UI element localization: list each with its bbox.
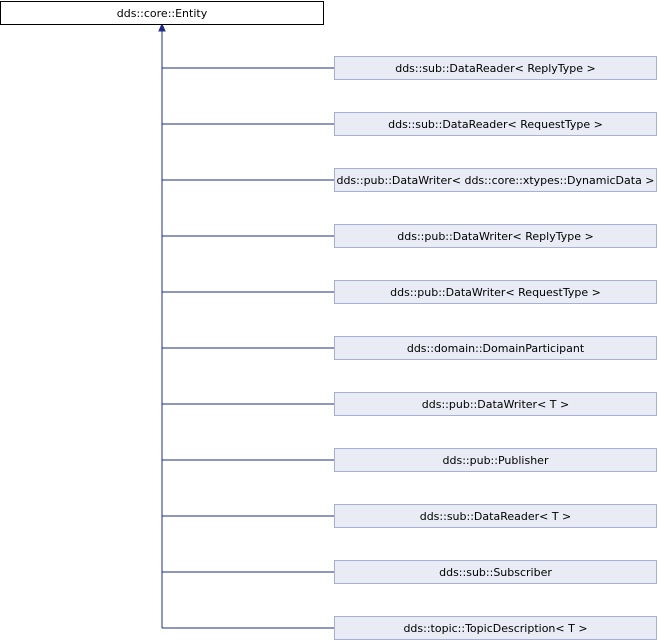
child-node-topicdescription-t[interactable]: dds::topic::TopicDescription< T > <box>334 616 657 640</box>
child-node-label: dds::pub::DataWriter< dds::core::xtypes:… <box>336 173 655 187</box>
child-node-datawriter-t[interactable]: dds::pub::DataWriter< T > <box>334 392 657 416</box>
inheritance-arrowhead <box>158 22 166 32</box>
child-node-label: dds::sub::DataReader< T > <box>419 509 572 523</box>
child-node-datareader-replytype[interactable]: dds::sub::DataReader< ReplyType > <box>334 56 657 80</box>
child-node-domainparticipant[interactable]: dds::domain::DomainParticipant <box>334 336 657 360</box>
child-node-label: dds::pub::DataWriter< ReplyType > <box>397 229 594 243</box>
child-node-subscriber[interactable]: dds::sub::Subscriber <box>334 560 657 584</box>
child-node-label: dds::domain::DomainParticipant <box>406 341 585 355</box>
child-node-label: dds::sub::Subscriber <box>439 565 552 579</box>
root-node-entity: dds::core::Entity <box>0 1 324 25</box>
child-node-datawriter-dynamicdata[interactable]: dds::pub::DataWriter< dds::core::xtypes:… <box>334 168 657 192</box>
child-node-label: dds::sub::DataReader< RequestType > <box>388 117 603 131</box>
child-node-label: dds::sub::DataReader< ReplyType > <box>395 61 596 75</box>
child-node-label: dds::pub::DataWriter< T > <box>421 397 570 411</box>
child-node-datawriter-requesttype[interactable]: dds::pub::DataWriter< RequestType > <box>334 280 657 304</box>
child-node-datareader-t[interactable]: dds::sub::DataReader< T > <box>334 504 657 528</box>
child-node-label: dds::topic::TopicDescription< T > <box>403 621 588 635</box>
child-node-datareader-requesttype[interactable]: dds::sub::DataReader< RequestType > <box>334 112 657 136</box>
child-node-label: dds::pub::DataWriter< RequestType > <box>390 285 601 299</box>
root-node-label: dds::core::Entity <box>116 6 208 20</box>
inheritance-edges <box>158 22 334 629</box>
child-node-publisher[interactable]: dds::pub::Publisher <box>334 448 657 472</box>
child-node-label: dds::pub::Publisher <box>442 453 549 467</box>
child-node-datawriter-replytype[interactable]: dds::pub::DataWriter< ReplyType > <box>334 224 657 248</box>
